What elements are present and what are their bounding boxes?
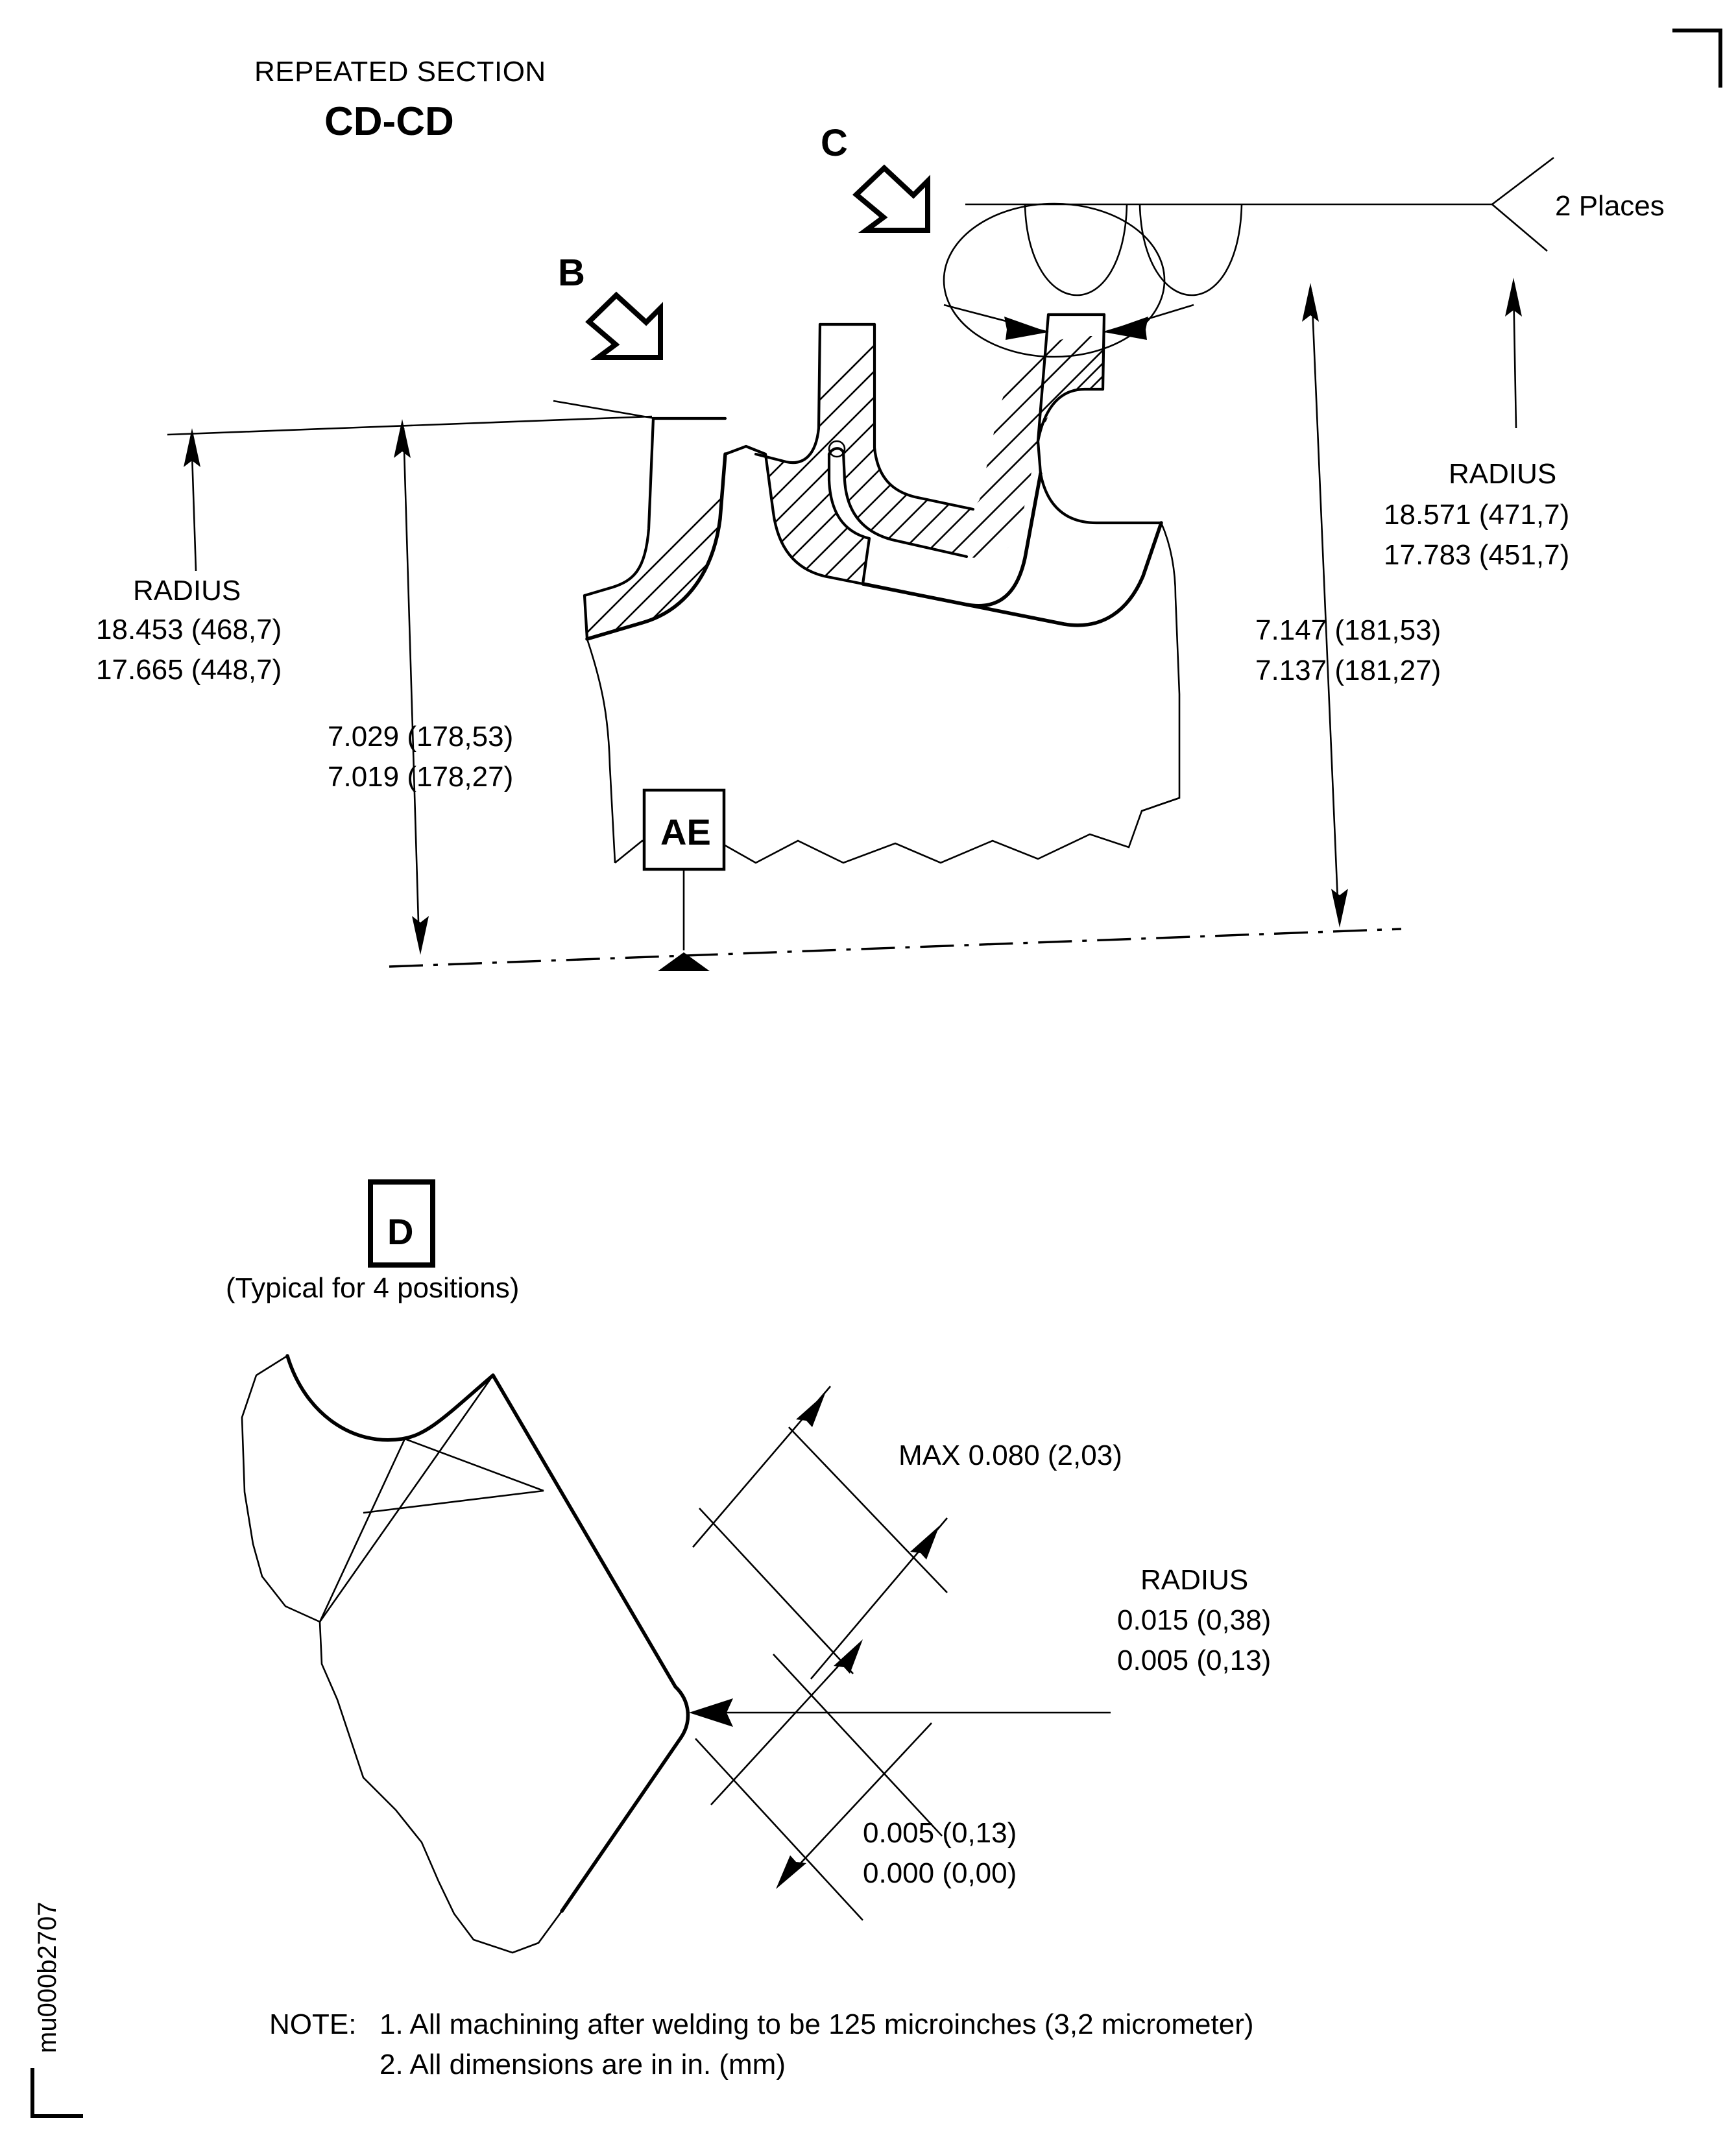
view-flag-c: C [821, 122, 930, 233]
notes-block: NOTE: 1. All machining after welding to … [269, 2008, 1254, 2080]
datum-symbol-ae: AE [642, 788, 726, 971]
datum-centerline [389, 928, 1402, 968]
detail-d-radius-label: RADIUS [1140, 1564, 1248, 1596]
left-radius-label: RADIUS [133, 575, 241, 607]
right-dimension-group: RADIUS 18.571 (471,7) 17.783 (451,7) 7.1… [1255, 278, 1569, 928]
detail-d-label: D [387, 1211, 413, 1252]
right-linear-max: 7.147 (181,53) [1255, 614, 1441, 646]
left-linear-max: 7.029 (178,53) [328, 721, 513, 753]
left-radius-max: 18.453 (468,7) [96, 614, 282, 645]
section-profile [583, 313, 1181, 864]
left-linear-min: 7.019 (178,27) [328, 761, 513, 793]
detail-d-caption: (Typical for 4 positions) [226, 1272, 519, 1304]
note-item-2: 2. All dimensions are in in. (mm) [380, 2049, 786, 2080]
left-dimension-group: RADIUS 18.453 (468,7) 17.665 (448,7) 7.0… [96, 415, 653, 955]
detail-d-radius-dimension: RADIUS 0.015 (0,38) 0.005 (0,13) [689, 1564, 1271, 1727]
note-item-1: 1. All machining after welding to be 125… [380, 2008, 1254, 2040]
crop-mark-icon [1672, 29, 1722, 88]
figure-id-text: mu000b2707 [33, 1901, 62, 2053]
view-flag-b-label: B [558, 252, 585, 294]
view-flag-b: B [558, 252, 663, 360]
detail-d-radius-min: 0.005 (0,13) [1117, 1645, 1271, 1676]
header-line1: REPEATED SECTION [254, 56, 546, 88]
figure-id-block: mu000b2707 [30, 1901, 83, 2118]
detail-d-radius-max: 0.015 (0,38) [1117, 1604, 1271, 1636]
header-line2: CD-CD [324, 99, 454, 144]
left-radius-min: 17.665 (448,7) [96, 654, 282, 686]
view-flag-c-label: C [821, 122, 848, 164]
right-linear-min: 7.137 (181,27) [1255, 655, 1441, 686]
detail-d-max-gap-dimension: MAX 0.080 (2,03) [692, 1386, 1122, 1680]
detail-d-offset-dimension: 0.005 (0,13) 0.000 (0,00) [695, 1639, 1017, 1921]
right-radius-label: RADIUS [1449, 458, 1556, 490]
notes-prefix: NOTE: [269, 2008, 356, 2040]
left-profile-leader [553, 400, 656, 420]
detail-d-offset-max: 0.005 (0,13) [863, 1817, 1017, 1849]
detail-d-max-gap-label: MAX 0.080 (2,03) [898, 1440, 1122, 1471]
two-places-label: 2 Places [1555, 190, 1665, 222]
rib-hatching [1038, 315, 1104, 454]
right-radius-max: 18.571 (471,7) [1384, 499, 1569, 531]
detail-d-offset-min: 0.000 (0,00) [863, 1857, 1017, 1889]
detail-d-geometry [241, 1354, 690, 1954]
rib-width-dimension [943, 304, 1194, 340]
datum-ae-label: AE [660, 812, 711, 852]
right-radius-min: 17.783 (451,7) [1384, 539, 1569, 571]
detail-symbol-d: D [368, 1179, 435, 1268]
two-places-callout: 2 Places [943, 156, 1665, 358]
